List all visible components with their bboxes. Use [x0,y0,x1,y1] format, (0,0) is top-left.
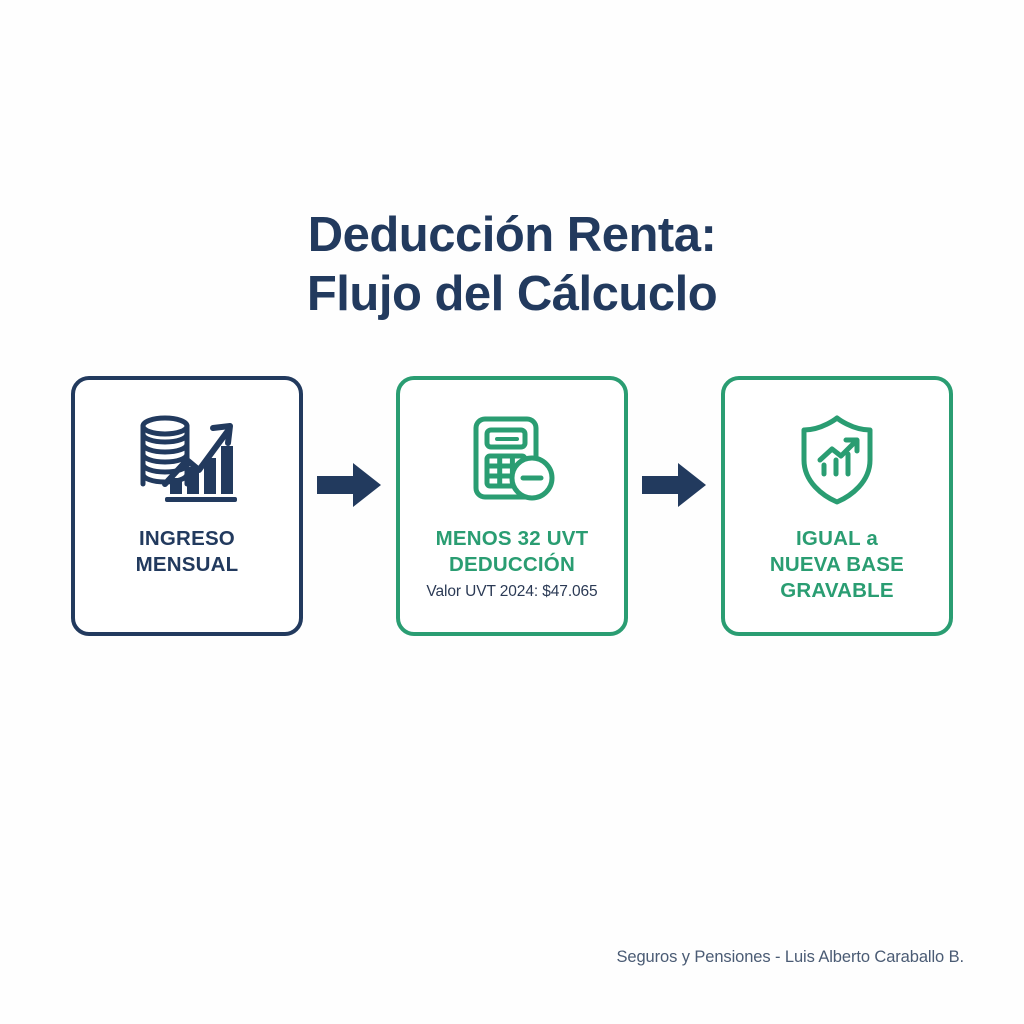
flow-diagram: INGRESO MENSUAL [0,375,1024,637]
flow-step-heading-line-1: MENOS 32 UVT [435,527,589,550]
flow-step-heading-line-2: DEDUCCIÓN [449,553,575,576]
page-title-line-2: Flujo del Cálcuclo [306,267,718,321]
page-title: Deducción Renta: Flujo del Cálcuclo [0,206,1024,324]
flow-step-subtext-uvt-value: Valor UVT 2024: $47.065 [426,583,598,600]
shield-growth-chart-icon [796,408,878,512]
flow-step-label: MENOS 32 UVT DEDUCCIÓN Valor UVT 2024: $… [418,526,605,602]
arrow-right-icon-1 [303,460,396,510]
flow-step-ingreso-mensual[interactable]: INGRESO MENSUAL [71,376,303,636]
flow-step-heading-line-2: MENSUAL [135,553,239,576]
flow-step-label: INGRESO MENSUAL [128,526,247,578]
arrow-right-icon-2 [628,460,721,510]
flow-step-nueva-base-gravable[interactable]: IGUAL a NUEVA BASE GRAVABLE [721,376,953,636]
flow-step-heading-line-1: IGUAL a [796,527,878,550]
calculator-minus-icon [466,408,558,512]
coins-bar-chart-growth-icon [135,408,239,512]
page-title-line-1: Deducción Renta: [307,208,717,262]
flow-step-heading-line-3: GRAVABLE [780,579,894,602]
footer-credit: Seguros y Pensiones - Luis Alberto Carab… [616,948,965,966]
flow-step-heading-line-2: NUEVA BASE [769,553,905,576]
flow-step-label: IGUAL a NUEVA BASE GRAVABLE [762,526,912,604]
flow-step-heading-line-1: INGRESO [139,527,235,550]
flow-step-menos-32-uvt-deduccion[interactable]: MENOS 32 UVT DEDUCCIÓN Valor UVT 2024: $… [396,376,628,636]
